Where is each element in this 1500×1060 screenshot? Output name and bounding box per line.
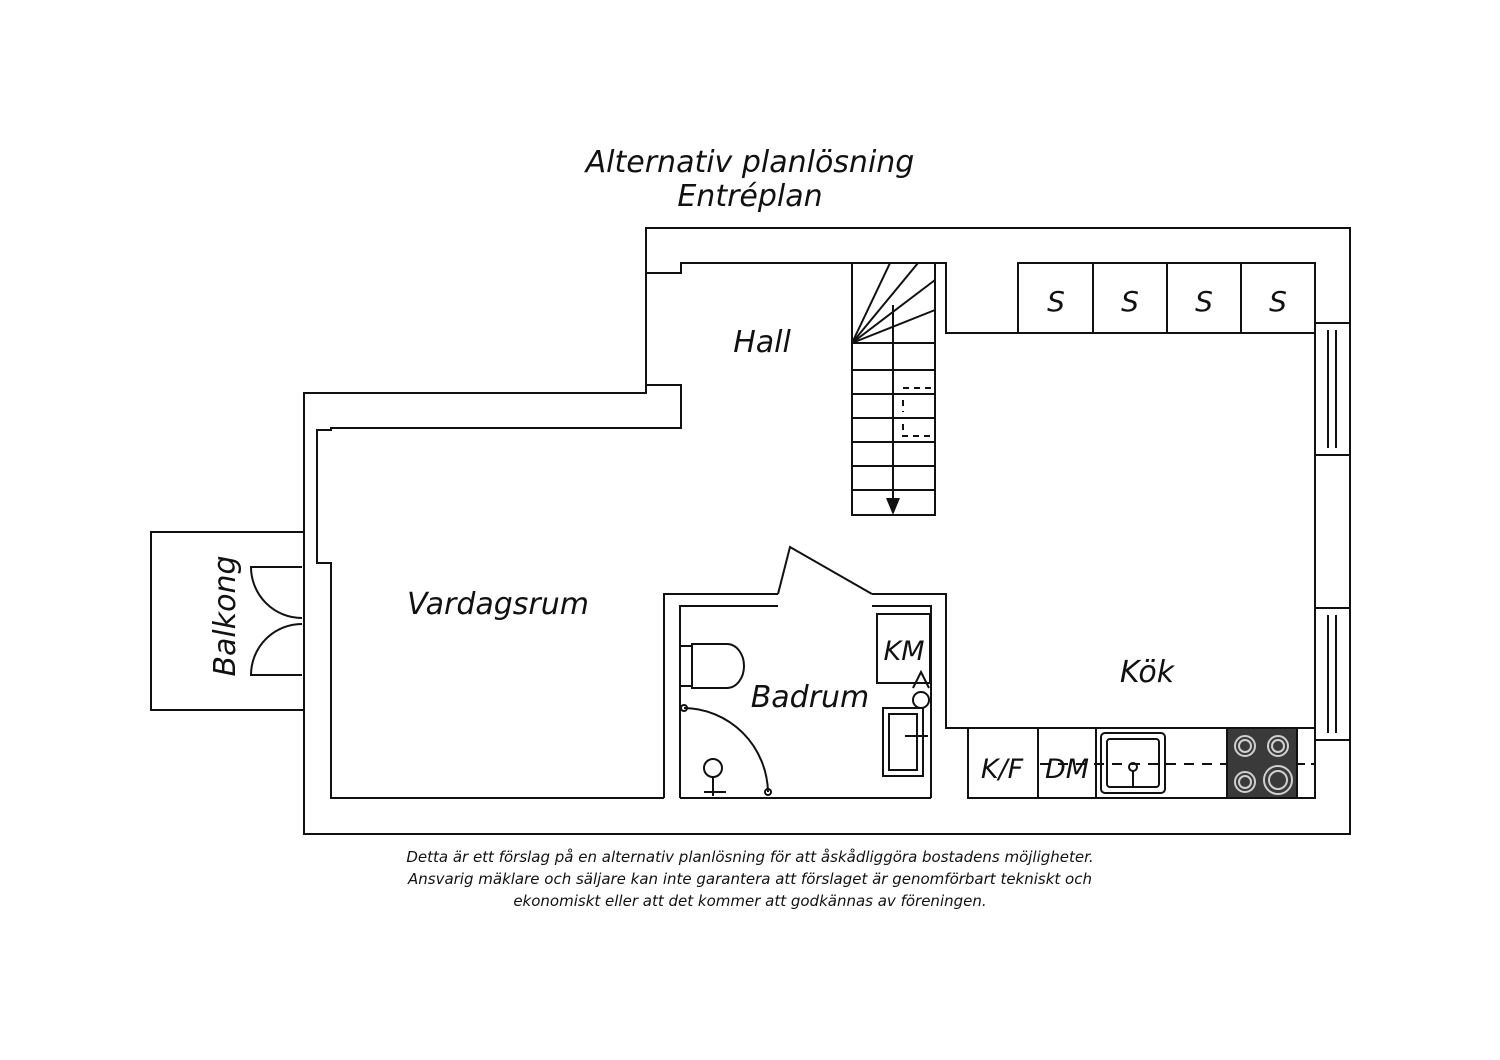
- bathroom-wall: [663, 593, 968, 798]
- disclaimer-line-2: Ansvarig mäklare och säljare kan inte ga…: [407, 870, 1092, 888]
- shower: [680, 704, 772, 796]
- storage-label: S: [1121, 285, 1139, 318]
- room-label-hall: Hall: [733, 325, 791, 360]
- outer-wall: [303, 227, 1351, 835]
- stair-arrow: [886, 498, 900, 515]
- bathroom-door: [777, 545, 873, 595]
- room-label-badrum: Badrum: [751, 680, 870, 715]
- kitchen-counter: [967, 727, 1316, 799]
- room-label-vardagsrum: Vardagsrum: [407, 587, 589, 622]
- dishwasher-label: DM: [1045, 754, 1089, 785]
- plan-subtitle: Entréplan: [677, 179, 823, 214]
- disclaimer-line-1: Detta är ett förslag på en alternativ pl…: [406, 848, 1094, 866]
- bathroom-sink: [882, 669, 930, 777]
- room-label-balkong: Balkong: [208, 555, 243, 676]
- disclaimer-line-3: ekonomiskt eller att det kommer att godk…: [513, 892, 987, 910]
- toilet: [680, 643, 745, 689]
- fridge-label: K/F: [981, 754, 1024, 785]
- plan-title: Alternativ planlösning: [585, 145, 915, 180]
- balcony-door: [249, 566, 305, 676]
- storage-label: S: [1195, 285, 1213, 318]
- storage-label: S: [1047, 285, 1065, 318]
- window-bottom-right: [1315, 607, 1350, 741]
- washer-label: KM: [883, 636, 924, 667]
- room-label-kok: Kök: [1120, 655, 1176, 690]
- stove: [1226, 727, 1298, 799]
- window-top-right: [1315, 322, 1350, 456]
- storage-label: S: [1269, 285, 1287, 318]
- inner-wall: [316, 262, 1316, 799]
- staircase: [851, 262, 936, 516]
- washing-machine: [876, 613, 931, 684]
